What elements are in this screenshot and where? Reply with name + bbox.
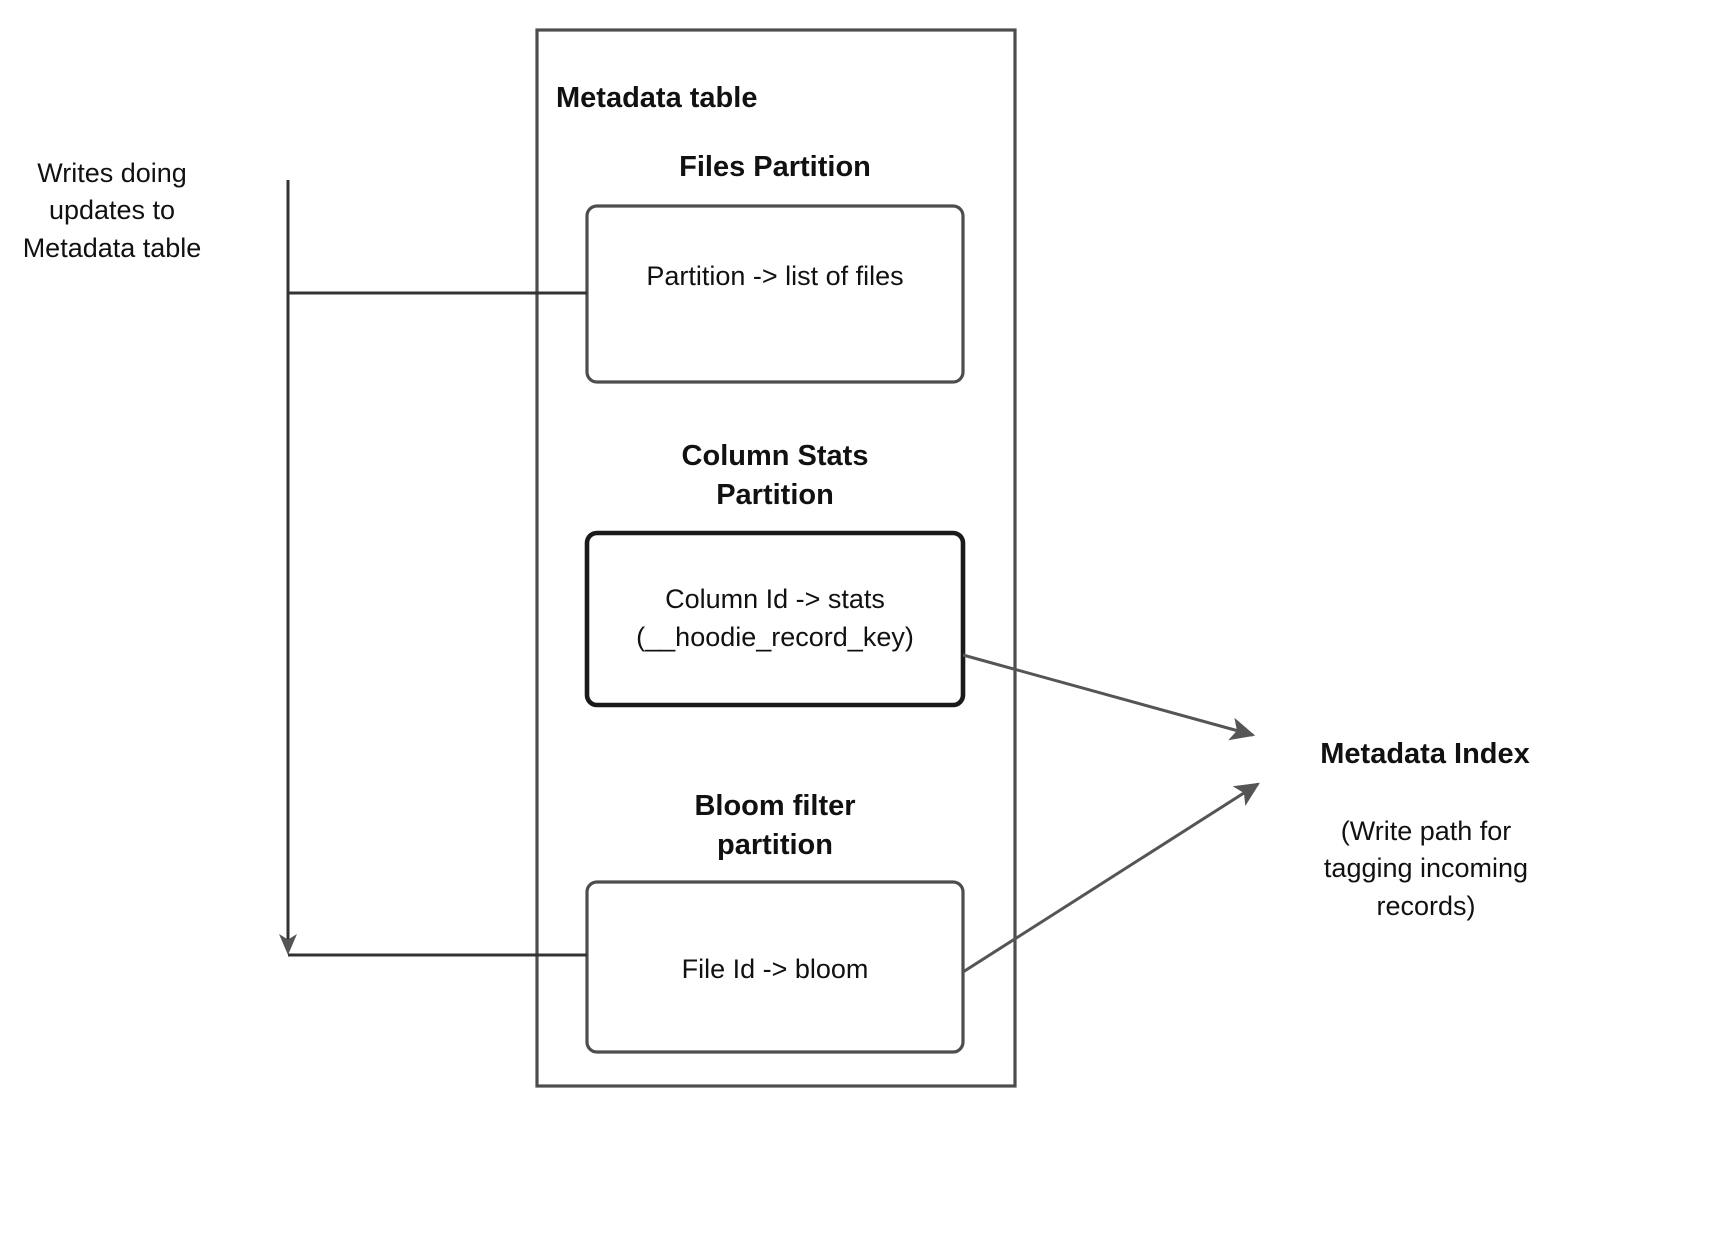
writes-note-label: Writes doing updates to Metadata table <box>22 158 202 263</box>
files-partition-title: Files Partition <box>679 151 871 183</box>
metadata-index-title: Metadata Index <box>1320 738 1530 770</box>
column-stats-box-label: Column Id -> stats (__hoodie_record_key) <box>636 584 914 653</box>
writes-vertical-arrowhead <box>279 934 297 955</box>
files-partition-box-label: Partition -> list of files <box>646 261 904 291</box>
connector-colstats-to-index <box>962 653 1256 741</box>
column-stats-partition-title: Column Stats Partition <box>681 440 869 511</box>
bloom-filter-partition-title: Bloom filter partition <box>694 790 856 861</box>
connector-bloom-to-index <box>962 782 1260 974</box>
metadata-table-container <box>535 28 1017 1088</box>
metadata-index-caption: (Write path for tagging incoming records… <box>1323 816 1529 921</box>
metadata-table-title: Metadata table <box>556 82 758 114</box>
bloom-filter-box-label: File Id -> bloom <box>681 954 869 984</box>
